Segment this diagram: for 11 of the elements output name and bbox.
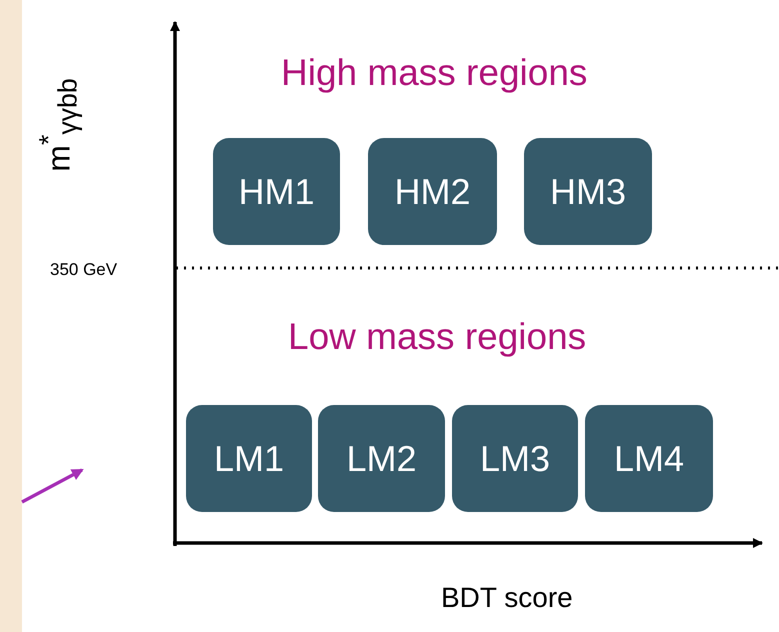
region-box: LM1 [186, 405, 312, 512]
region-box: LM3 [452, 405, 578, 512]
region-box: HM3 [524, 138, 652, 245]
axis-title: BDT score [441, 582, 573, 614]
region-heading: High mass regions [281, 52, 588, 94]
region-box: HM2 [368, 138, 497, 245]
region-box: HM1 [213, 138, 340, 245]
region-box: LM4 [585, 405, 713, 512]
threshold-label: 350 GeV [50, 260, 118, 280]
region-box: LM2 [318, 405, 445, 512]
region-heading: Low mass regions [288, 316, 586, 358]
